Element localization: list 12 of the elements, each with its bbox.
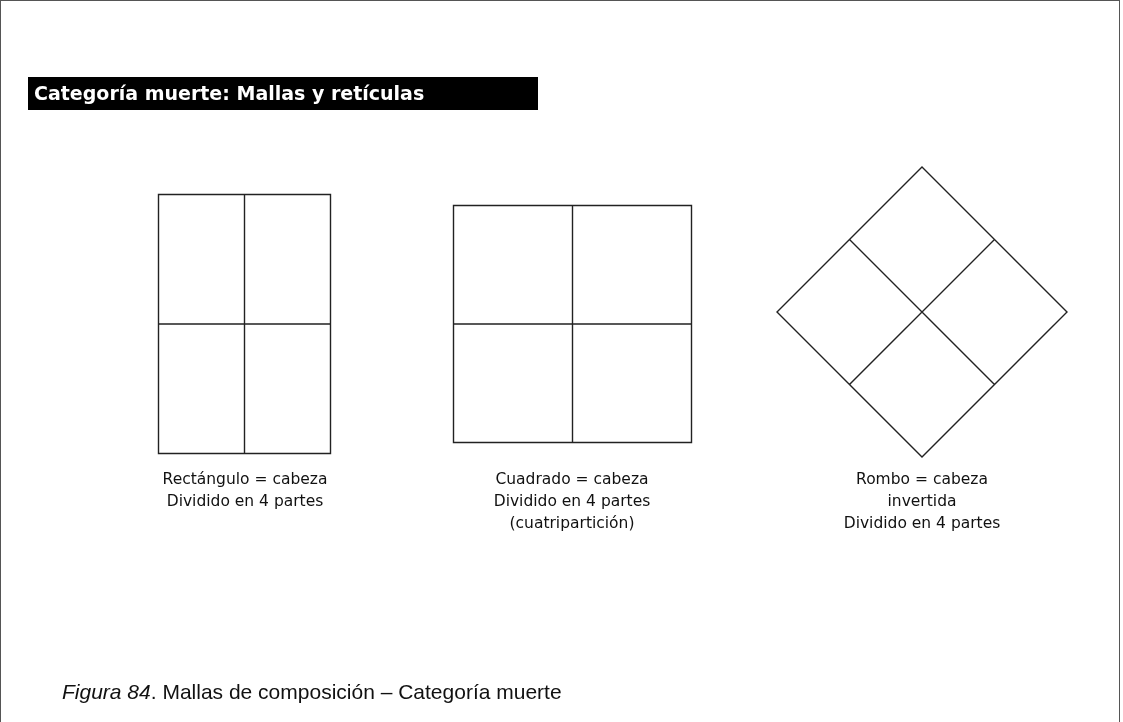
figure-caption: Figura 84. Mallas de composición – Categoría muerte: [62, 680, 562, 704]
shape-caption: Cuadrado = cabeza: [494, 469, 650, 490]
shape-caption: (cuatripartición): [508, 513, 636, 534]
shape-caption: Rectángulo = cabeza: [161, 469, 329, 490]
title-bar: Categoría muerte: Mallas y retículas: [28, 77, 538, 110]
shape-caption: Dividido en 4 partes: [492, 491, 652, 512]
divided-diamond-drawing: [777, 167, 1067, 457]
divided-rectangle-drawing: [158, 194, 331, 454]
divided-rectangle-drawing: [453, 205, 692, 443]
shape-caption: Dividido en 4 partes: [842, 513, 1002, 534]
shape-caption: Dividido en 4 partes: [165, 491, 325, 512]
shape-caption: Rombo = cabeza invertida: [855, 469, 989, 512]
